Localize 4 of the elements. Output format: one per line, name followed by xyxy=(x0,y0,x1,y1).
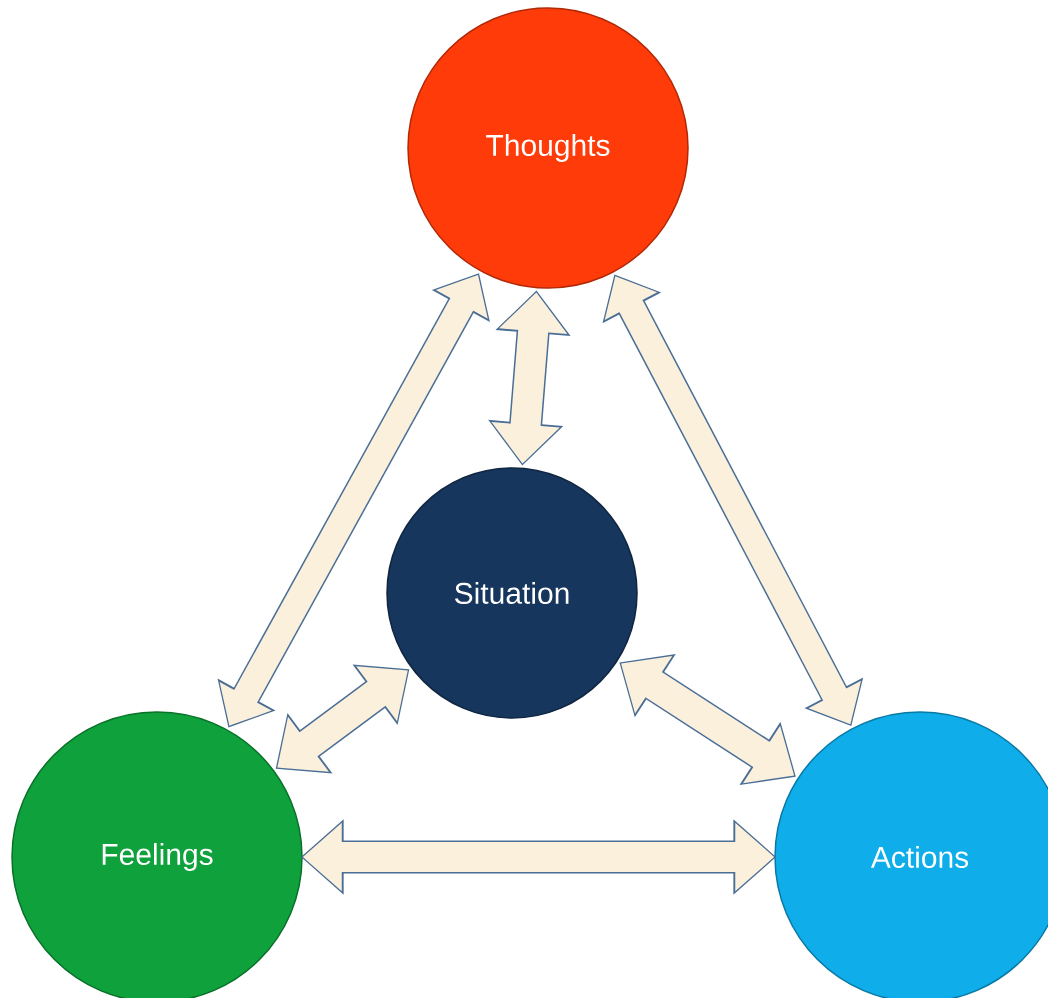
circle-node: Thoughts xyxy=(407,7,689,289)
circle-node: Situation xyxy=(386,467,638,719)
circle-node: Actions xyxy=(774,711,1048,998)
circle-node: Feelings xyxy=(11,711,303,998)
